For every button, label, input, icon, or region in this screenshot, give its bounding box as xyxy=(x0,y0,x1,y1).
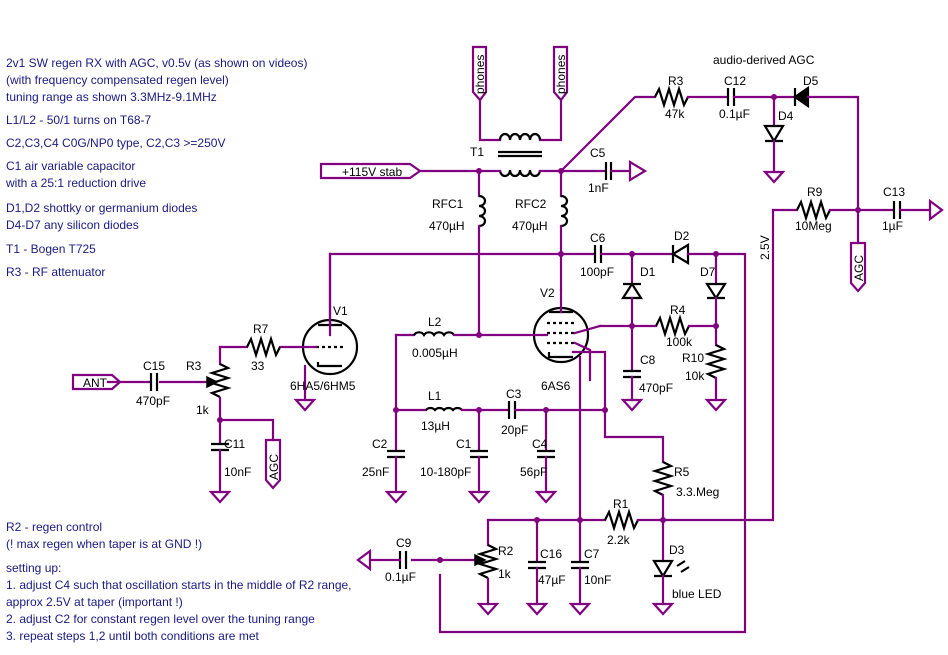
svg-text:L2: L2 xyxy=(428,315,442,329)
hv-port: +115V stab xyxy=(319,162,422,180)
svg-text:3.3.Meg: 3.3.Meg xyxy=(676,485,719,499)
svg-text:47k: 47k xyxy=(665,107,685,121)
svg-text:R9: R9 xyxy=(807,185,823,199)
svg-text:R3: R3 xyxy=(668,74,684,88)
svg-text:D3: D3 xyxy=(669,543,685,557)
svg-text:470pF: 470pF xyxy=(639,381,673,395)
svg-text:C4: C4 xyxy=(532,437,548,451)
svg-text:C11: C11 xyxy=(224,437,245,451)
svg-text:0.1µF: 0.1µF xyxy=(385,570,416,584)
note-line: with a 25:1 reduction drive xyxy=(5,176,146,190)
note-line: D1,D2 shottky or germanium diodes xyxy=(6,201,197,215)
svg-text:1k: 1k xyxy=(498,567,512,581)
svg-text:C8: C8 xyxy=(640,353,656,367)
svg-text:470µH: 470µH xyxy=(429,219,465,233)
svg-text:D5: D5 xyxy=(803,74,819,88)
svg-text:C1: C1 xyxy=(456,437,472,451)
notes-bottom: R2 - regen control (! max regen when tap… xyxy=(6,520,352,643)
note-line: setting up: xyxy=(6,561,61,575)
note-line: approx 2.5V at taper (important !) xyxy=(6,595,183,609)
svg-text:ANT: ANT xyxy=(83,376,108,390)
svg-text:C9: C9 xyxy=(396,536,412,550)
svg-text:1nF: 1nF xyxy=(588,181,609,195)
svg-text:D7: D7 xyxy=(700,265,716,279)
note-line: C2,C3,C4 C0G/NP0 type, C2,C3 >=250V xyxy=(6,136,225,150)
note-line: 3. repeat steps 1,2 until both condition… xyxy=(6,629,259,643)
svg-text:470pF: 470pF xyxy=(136,394,170,408)
svg-text:D4: D4 xyxy=(778,109,794,123)
note-line: R3 - RF attenuator xyxy=(6,265,105,279)
note-line: (! max regen when taper is at GND !) xyxy=(6,537,202,551)
svg-text:13µH: 13µH xyxy=(421,419,450,433)
note-line: R2 - regen control xyxy=(6,520,102,534)
notes-top: 2v1 SW regen RX with AGC, v0.5v (as show… xyxy=(5,56,307,279)
svg-text:C5: C5 xyxy=(590,146,606,160)
svg-text:10Meg: 10Meg xyxy=(795,219,832,233)
svg-text:20pF: 20pF xyxy=(501,423,528,437)
svg-text:6AS6: 6AS6 xyxy=(541,379,571,393)
note-line: 2. adjust C2 for constant regen level ov… xyxy=(6,612,315,626)
svg-text:RFC1: RFC1 xyxy=(432,197,464,211)
svg-text:100k: 100k xyxy=(666,335,693,349)
svg-text:1k: 1k xyxy=(196,403,210,417)
note-line: 1. adjust C4 such that oscillation start… xyxy=(6,578,352,592)
note-line: 2v1 SW regen RX with AGC, v0.5v (as show… xyxy=(6,56,307,70)
svg-text:1µF: 1µF xyxy=(882,219,903,233)
svg-text:10-180pF: 10-180pF xyxy=(420,465,471,479)
svg-text:V2: V2 xyxy=(540,286,555,300)
phones-connectors: phones phones xyxy=(471,45,569,178)
svg-text:C12: C12 xyxy=(724,74,746,88)
svg-text:25nF: 25nF xyxy=(362,465,389,479)
antenna-port: ANT xyxy=(71,373,122,391)
svg-text:RFC2: RFC2 xyxy=(515,197,547,211)
svg-text:R3: R3 xyxy=(186,359,202,373)
agc-title: audio-derived AGC xyxy=(713,53,815,67)
svg-text:V1: V1 xyxy=(333,304,348,318)
svg-text:AGC: AGC xyxy=(267,454,281,480)
svg-text:0.005µH: 0.005µH xyxy=(412,346,458,360)
svg-text:AGC: AGC xyxy=(852,255,866,281)
svg-text:0.1µF: 0.1µF xyxy=(719,107,750,121)
svg-text:L1: L1 xyxy=(428,389,442,403)
svg-text:R2: R2 xyxy=(498,544,514,558)
svg-text:C3: C3 xyxy=(506,387,522,401)
svg-text:C16: C16 xyxy=(540,547,562,561)
svg-text:2.2k: 2.2k xyxy=(607,533,631,547)
note-line: (with frequency compensated regen level) xyxy=(6,73,229,87)
svg-text:R5: R5 xyxy=(674,465,690,479)
svg-text:56pF: 56pF xyxy=(520,465,547,479)
svg-text:R7: R7 xyxy=(253,322,269,336)
svg-text:2.5V: 2.5V xyxy=(758,235,772,260)
svg-text:10nF: 10nF xyxy=(584,573,611,587)
svg-text:C13: C13 xyxy=(883,185,905,199)
svg-text:C2: C2 xyxy=(372,437,388,451)
svg-text:10k: 10k xyxy=(685,369,705,383)
svg-text:100pF: 100pF xyxy=(580,265,614,279)
svg-text:D1: D1 xyxy=(640,265,656,279)
svg-text:+115V stab: +115V stab xyxy=(342,165,402,179)
note-line: tuning range as shown 3.3MHz-9.1MHz xyxy=(6,90,217,104)
note-line: L1/L2 - 50/1 turns on T68-7 xyxy=(6,113,152,127)
svg-text:blue LED: blue LED xyxy=(672,587,722,601)
svg-text:C15: C15 xyxy=(143,359,165,373)
svg-text:R10: R10 xyxy=(682,351,704,365)
svg-text:phones: phones xyxy=(473,55,487,94)
svg-text:phones: phones xyxy=(554,55,568,94)
svg-text:D2: D2 xyxy=(674,229,690,243)
svg-text:47µF: 47µF xyxy=(538,573,566,587)
svg-text:R1: R1 xyxy=(613,497,629,511)
svg-text:33: 33 xyxy=(251,359,265,373)
svg-text:10nF: 10nF xyxy=(224,465,251,479)
label-T1: T1 xyxy=(470,145,484,159)
note-line: C1 air variable capacitor xyxy=(6,159,135,173)
svg-text:R4: R4 xyxy=(670,303,686,317)
note-line: T1 - Bogen T725 xyxy=(6,242,96,256)
note-line: D4-D7 any silicon diodes xyxy=(6,218,139,232)
svg-text:6HA5/6HM5: 6HA5/6HM5 xyxy=(290,379,356,393)
svg-text:C7: C7 xyxy=(584,547,600,561)
svg-text:C6: C6 xyxy=(590,231,606,245)
svg-text:470µH: 470µH xyxy=(512,219,548,233)
